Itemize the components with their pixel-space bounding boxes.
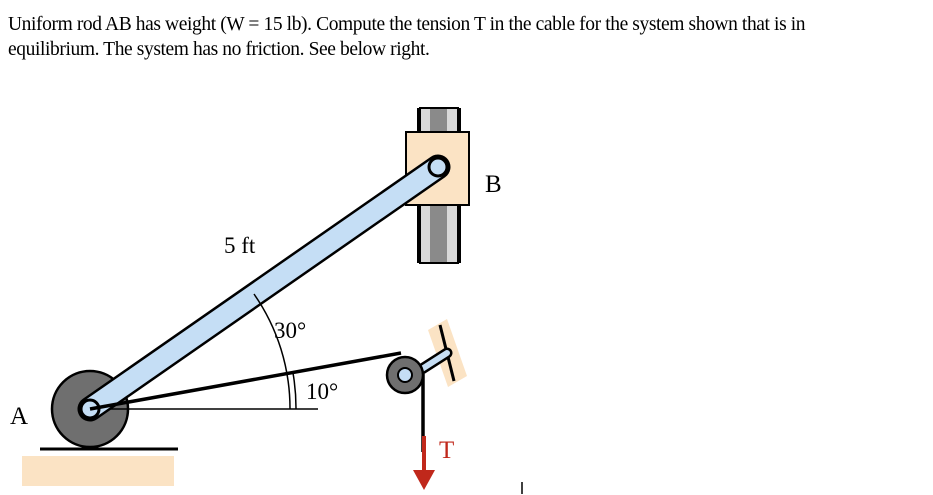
cable-horizontal [89, 351, 402, 411]
angle-arc-10 [292, 372, 297, 410]
rod-ab [77, 154, 451, 422]
label-angle-10: 10° [306, 379, 338, 404]
tension-arrow [413, 436, 435, 490]
label-angle-30: 30° [274, 318, 306, 343]
problem-line-1: Uniform rod AB has weight (W = 15 lb). C… [8, 14, 806, 35]
label-length: 5 ft [224, 233, 256, 258]
angle-arc-30 [253, 293, 291, 410]
label-tension: T [439, 437, 454, 464]
ground-block [22, 456, 174, 486]
problem-statement: Uniform rod AB has weight (W = 15 lb). C… [8, 12, 928, 62]
pulley-wheel [385, 355, 425, 395]
pin-b [427, 156, 449, 178]
label-a: A [10, 403, 28, 430]
label-b: B [485, 171, 502, 198]
problem-line-2: equilibrium. The system has no friction.… [8, 39, 430, 60]
